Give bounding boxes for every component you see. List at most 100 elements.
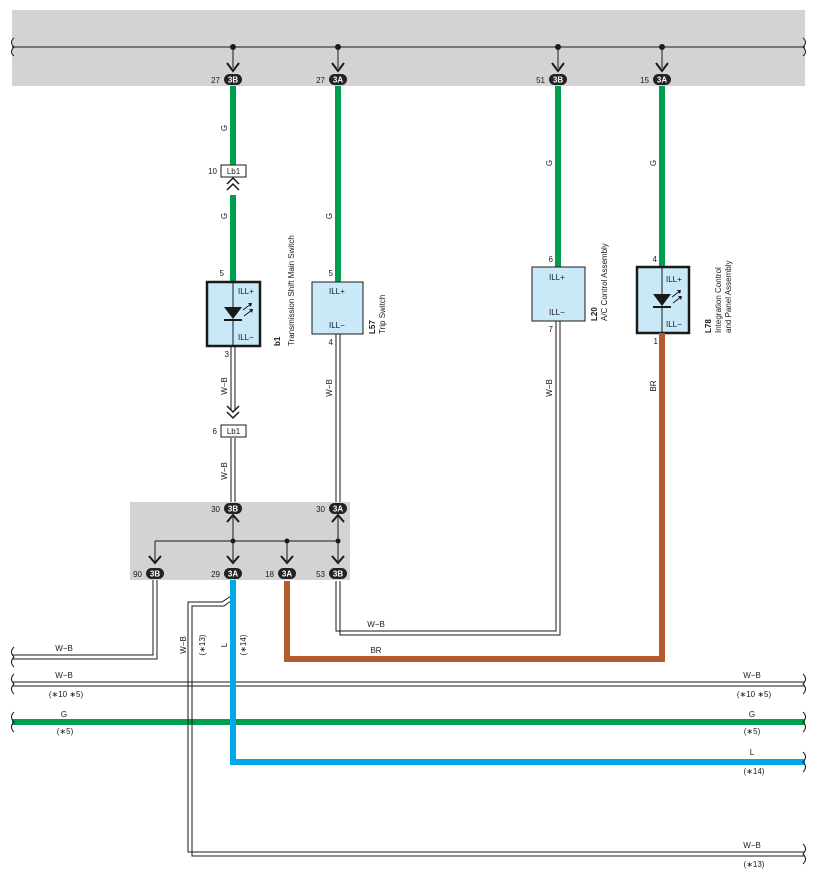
wire-label-br: BR — [370, 646, 381, 655]
left-break-icon — [11, 37, 15, 57]
component-id: L20 — [590, 307, 599, 321]
component-name-line-1: Integration Control — [714, 267, 723, 333]
wb-wire-labels-middle: W−B W−B W−B W−B W−B — [220, 377, 554, 629]
green-wire-labels: G G G G G — [220, 125, 658, 219]
wire-label-wb: W−B — [55, 644, 73, 653]
wire-label-wb: W−B — [545, 379, 554, 397]
pin-number: 6 — [213, 427, 218, 436]
wire-label-wb: W−B — [325, 379, 334, 397]
component-l57: 5 ILL+ ILL− 4 L57 Trip Switch — [311, 269, 387, 347]
wire-label-g: G — [649, 160, 658, 166]
pin-number: 29 — [211, 570, 220, 579]
green-harness — [11, 711, 806, 733]
pin-number: 6 — [549, 255, 554, 264]
connector-id: 3B — [553, 76, 563, 85]
right-break-icon — [802, 673, 806, 695]
connector-id: 3A — [333, 505, 343, 514]
top-connector-3: 3B 51 — [536, 74, 567, 85]
left-break-icon — [11, 646, 15, 668]
wire-label-wb: W−B — [220, 377, 229, 395]
note-label: (∗10 ∗5) — [737, 690, 772, 699]
green-wires — [230, 86, 665, 282]
pos-label: ILL+ — [666, 275, 682, 284]
pin-number: 5 — [220, 269, 225, 278]
note-label: (∗14) — [239, 634, 248, 655]
pos-label: ILL+ — [549, 273, 565, 282]
neg-label: ILL− — [666, 320, 682, 329]
top-connector-1: 3B 27 — [211, 74, 242, 85]
wire-label-g: G — [325, 213, 334, 219]
wb-wires-middle — [226, 321, 561, 636]
connector-id: 3B — [228, 76, 238, 85]
wire-label-g: G — [545, 160, 554, 166]
note-label: (∗13) — [744, 860, 765, 869]
wire-label-wb: W−B — [179, 636, 188, 654]
pin-number: 10 — [208, 167, 217, 176]
pin-number: 1 — [654, 337, 659, 346]
left-break-icon — [11, 673, 15, 695]
note-label: (∗14) — [744, 767, 765, 776]
pin-number: 7 — [549, 325, 554, 334]
wire-label-wb: W−B — [367, 620, 385, 629]
pin-number: 4 — [329, 338, 334, 347]
led-icon — [224, 303, 253, 321]
note-label: (∗5) — [744, 727, 761, 736]
component-name-line-2: and Panel Assembly — [724, 261, 733, 334]
junction-id: Lb1 — [227, 167, 241, 176]
component-b1: 5 ILL+ ILL− 3 b1 Transmission Shift Main… — [205, 235, 296, 359]
pin-number: 4 — [653, 255, 658, 264]
component-l78: 4 ILL+ ILL− 1 L78 Integration Control an… — [635, 255, 733, 346]
wb-harness-left — [11, 580, 158, 668]
note-label: (∗10 ∗5) — [49, 690, 84, 699]
pin-number: 5 — [329, 269, 334, 278]
top-drops — [226, 44, 669, 73]
neg-label: ILL− — [238, 333, 254, 342]
pin-number: 3 — [225, 350, 230, 359]
brown-wire: BR BR — [284, 333, 665, 662]
component-id: b1 — [273, 336, 282, 346]
led-icon — [653, 290, 682, 308]
pin-number: 27 — [211, 76, 220, 85]
connector-id: 3A — [333, 76, 343, 85]
wb-harness-through — [11, 673, 806, 695]
top-connector-4: 3A 15 — [640, 74, 671, 85]
connector-id: 3B — [150, 570, 160, 579]
right-break-icon — [802, 37, 806, 57]
connector-id: 3B — [228, 505, 238, 514]
component-id: L57 — [368, 320, 377, 334]
pin-number: 15 — [640, 76, 649, 85]
component-name: Trip Switch — [378, 295, 387, 334]
pos-label: ILL+ — [329, 287, 345, 296]
connector-id: 3B — [333, 570, 343, 579]
neg-label: ILL− — [549, 308, 565, 317]
pin-number: 18 — [265, 570, 274, 579]
wire-label-l: L — [750, 748, 755, 757]
wire-label-wb: W−B — [220, 462, 229, 480]
right-break-icon — [802, 843, 806, 865]
bottom-junction-panel: 3B 30 3A 30 3B 90 3A — [130, 502, 350, 580]
connector-id: 3A — [228, 570, 238, 579]
pin-number: 90 — [133, 570, 142, 579]
note-label: (∗5) — [57, 727, 74, 736]
right-break-icon — [802, 711, 806, 733]
right-break-icon — [802, 751, 806, 773]
pin-number: 30 — [316, 505, 325, 514]
top-panel-background — [12, 10, 805, 86]
wire-label-l: L — [220, 642, 229, 647]
pos-label: ILL+ — [238, 287, 254, 296]
wire-label-g: G — [220, 125, 229, 131]
junction-id: Lb1 — [227, 427, 241, 436]
neg-label: ILL− — [329, 321, 345, 330]
component-l20: 6 ILL+ ILL− 7 L20 A/C Control Assembly — [531, 243, 609, 334]
connector-id: 3A — [657, 76, 667, 85]
top-bus-panel — [11, 10, 806, 86]
component-id: L78 — [704, 319, 713, 333]
pin-number: 30 — [211, 505, 220, 514]
wire-label-g: G — [61, 710, 67, 719]
junction-lb1-bottom: Lb1 6 — [213, 424, 247, 438]
wire-label-br: BR — [649, 380, 658, 391]
component-name: A/C Control Assembly — [600, 243, 609, 321]
component-name: Transmission Shift Main Switch — [287, 235, 296, 346]
wire-label-wb: W−B — [743, 671, 761, 680]
